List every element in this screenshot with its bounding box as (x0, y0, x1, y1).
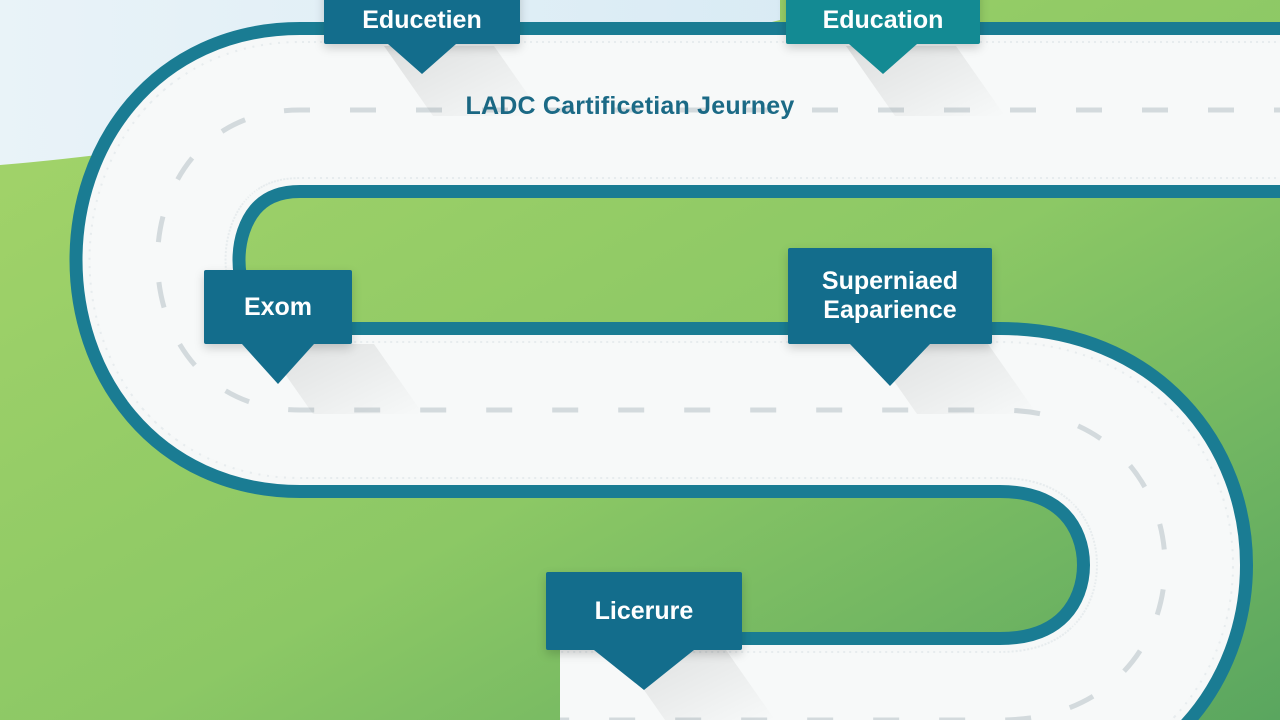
milestone-label: Educetien (324, 0, 520, 44)
milestone-label: Superniaed Eaparience (788, 248, 992, 344)
milestone-supervised-experience: Superniaed Eaparience (788, 248, 1038, 414)
diagram-title: LADC Cartificetian Jeurney (465, 92, 795, 120)
milestone-label: Licerure (546, 572, 742, 650)
milestone-pointer (388, 44, 456, 74)
milestone-exom: Exom (204, 270, 424, 414)
milestone-pointer (850, 344, 930, 386)
milestone-label: Exom (204, 270, 352, 344)
milestone-label: Education (786, 0, 980, 44)
milestone-pointer (594, 650, 694, 690)
milestone-pointer (849, 44, 917, 74)
milestone-educetien: Educetien (324, 0, 544, 116)
milestone-pointer (242, 344, 314, 384)
milestone-licerure: Licerure (546, 572, 776, 720)
milestone-education: Education (786, 0, 1006, 116)
lane-dashes (155, 107, 1280, 720)
